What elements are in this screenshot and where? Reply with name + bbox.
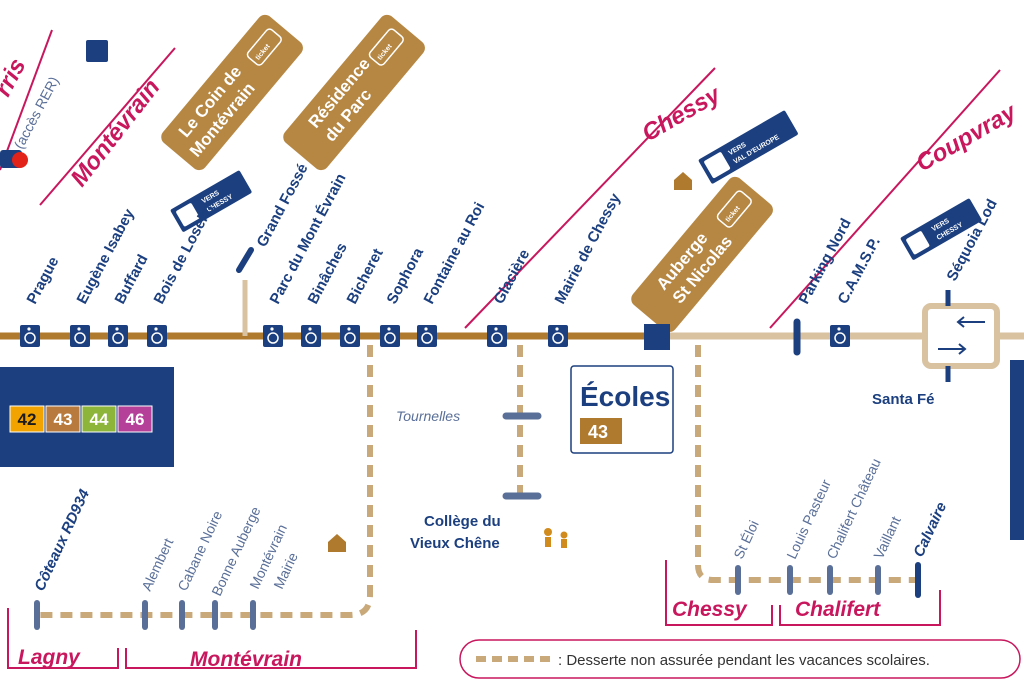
wheelchair-icon <box>340 325 360 347</box>
town-montevrain-bottom-label: Montévrain <box>190 648 302 671</box>
stop-label: Fontaine au Roi <box>421 200 489 307</box>
wheelchair-icon <box>380 325 400 347</box>
wheelchair-icon <box>20 325 40 347</box>
stop-label: Bicheret <box>344 246 387 307</box>
wheelchair-icon <box>548 325 568 347</box>
grand-fosse-stop-marker <box>236 247 254 273</box>
wheelchair-icon <box>830 325 850 347</box>
stop-vaillant: Vaillant <box>870 514 904 562</box>
callout-coin-montevrain: Le Coin de Montévrain ticket <box>161 14 303 171</box>
stop-calvaire: Calvaire <box>910 500 950 560</box>
stop-santa-fe: Santa Fé <box>872 391 935 408</box>
stop-college-line1: Collège du <box>424 513 501 530</box>
wheelchair-icon <box>176 203 200 227</box>
ecoles-route: 43 <box>588 422 608 442</box>
town-chessy-bottom-label: Chessy <box>672 598 748 621</box>
town-torcy-label: rris <box>0 54 31 101</box>
town-lagny-label: Lagny <box>18 646 81 669</box>
stop-label: Parc du Mont Évrain <box>267 171 350 307</box>
badge-vers-chessy-1: VERS CHESSY <box>170 170 252 232</box>
ecoles-box: Écoles 43 <box>570 365 674 454</box>
stop-st-eloi: St Éloi <box>730 518 762 561</box>
stop-alembert: Alembert <box>138 536 176 594</box>
wheelchair-icon <box>108 325 128 347</box>
ticket-icon <box>368 28 404 66</box>
dashed-branch-lagny <box>40 345 373 618</box>
wheelchair-icon <box>301 325 321 347</box>
route-badge-label: 44 <box>90 410 109 429</box>
badge-vers-chessy-2: VERS CHESSY <box>900 198 982 260</box>
stop-college-line2: Vieux Chêne <box>410 535 500 552</box>
arrow-left-icon <box>956 316 985 328</box>
house-icon <box>674 172 692 190</box>
bottom-brackets <box>7 560 941 669</box>
callout-residence-parc: Résidence du Parc ticket <box>283 14 425 171</box>
route-badges: 42 43 44 46 <box>9 405 153 433</box>
town-torcy-block: rris (accès RER) <box>0 29 62 171</box>
legend: : Desserte non assurée pendant les vacan… <box>459 639 1021 679</box>
arrow-right-icon <box>938 343 967 355</box>
route-badge <box>45 405 81 433</box>
stop-label: Glacière <box>491 247 534 307</box>
callout-auberge-st-nicolas: Auberge St Nicolas ticket <box>631 176 773 333</box>
dashed-stop-markers <box>34 412 921 630</box>
right-route-box <box>1010 360 1024 540</box>
stop-tournelles: Tournelles <box>396 408 460 424</box>
town-chessy-label: Chessy <box>638 80 727 147</box>
wheelchair-icon <box>487 325 507 347</box>
route-badge <box>117 405 153 433</box>
house-icon <box>328 534 346 552</box>
wheelchair-icon <box>86 40 108 62</box>
route-badge-label: 46 <box>126 410 145 429</box>
route-badge-label: 42 <box>18 410 37 429</box>
walking-children-icon <box>544 528 568 548</box>
stop-label: Prague <box>24 254 63 307</box>
route-badge <box>9 405 45 433</box>
ecoles-title: Écoles <box>580 381 670 412</box>
ticket-icon <box>716 190 752 228</box>
wheelchair-icon <box>147 325 167 347</box>
wheelchair-icon <box>906 231 930 255</box>
route-badge-label: 43 <box>54 410 73 429</box>
stop-label: Mairie de Chessy <box>552 190 625 307</box>
town-chalifert-label: Chalifert <box>795 598 881 621</box>
legend-text: : Desserte non assurée pendant les vacan… <box>558 652 930 669</box>
route-badge <box>81 405 117 433</box>
wheelchair-icon <box>263 325 283 347</box>
badge-vers-val-europe: VERS VAL D'EUROPE <box>698 110 798 184</box>
main-stop-markers <box>20 318 850 356</box>
town-montevrain-block: Montévrain <box>39 47 176 206</box>
wheelchair-icon <box>704 152 731 179</box>
loop-box <box>922 290 1000 382</box>
town-coupvray-label: Coupvray <box>912 98 1023 178</box>
stop-coteaux: Côteaux RD934 <box>31 486 93 594</box>
ecoles-stop-marker <box>644 324 670 350</box>
rer-a-icon <box>12 152 28 168</box>
dashed-branch-chalifert <box>695 345 918 583</box>
wheelchair-icon <box>70 325 90 347</box>
ticket-icon <box>246 28 282 66</box>
wheelchair-icon <box>417 325 437 347</box>
stop-label: Buffard <box>112 252 152 307</box>
town-montevrain-label: Montévrain <box>65 74 165 192</box>
